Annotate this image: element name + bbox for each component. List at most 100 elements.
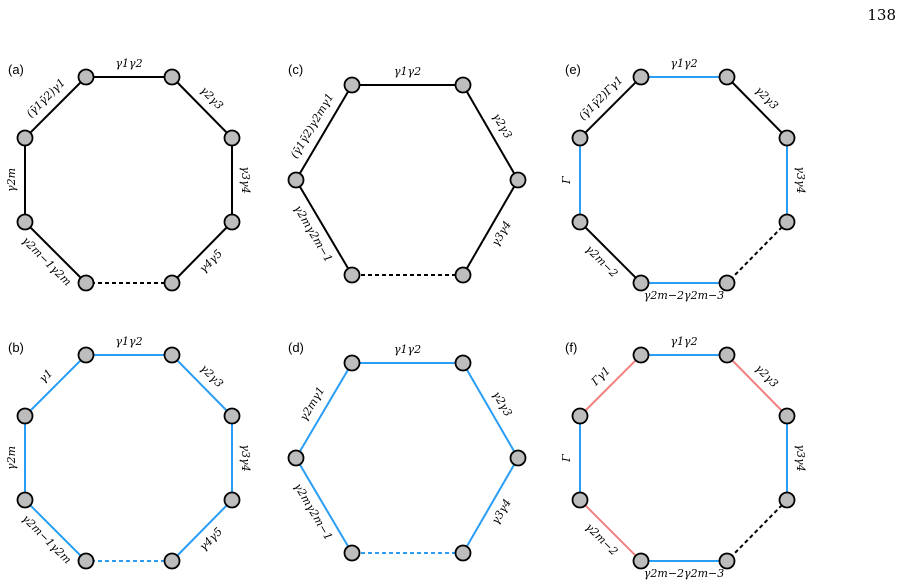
edge-label: (γ̄1γ̄2)γ2mγ1 (288, 91, 336, 161)
node (454, 76, 472, 94)
edge-label: γ3γ4 (239, 444, 252, 471)
edge-label: γ2m−2γ2m−3 (644, 567, 724, 580)
node (778, 491, 796, 509)
edge-label: γ1γ2 (670, 335, 697, 348)
node (163, 274, 181, 292)
panel-label: (d) (288, 340, 304, 355)
edge-label: Γ (560, 454, 573, 463)
edge-label: (γ̄1γ̄2)Γγ1 (576, 73, 625, 122)
node (632, 274, 650, 292)
edge (726, 76, 788, 139)
page-number: 138 (867, 6, 896, 24)
node (454, 354, 472, 372)
node (571, 407, 589, 425)
edge-label: γ2mγ1 (297, 384, 327, 423)
node (77, 346, 95, 364)
node (223, 407, 241, 425)
edge-label: γ3γ4 (794, 166, 807, 193)
node (163, 68, 181, 86)
edge-label: γ1γ2 (115, 57, 142, 70)
panel-label: (e) (565, 62, 581, 77)
edge-label: γ2m−2 (583, 520, 621, 558)
node (454, 266, 472, 284)
edge-label: γ1 (36, 367, 55, 386)
node (718, 552, 736, 570)
panel-label: (f) (565, 340, 577, 355)
edge (726, 354, 788, 417)
edge (462, 457, 519, 554)
node (571, 491, 589, 509)
node (77, 68, 95, 86)
edge-label: γ4γ5 (197, 525, 225, 553)
edge-label: γ1γ2 (394, 65, 421, 78)
node (571, 129, 589, 147)
edge-label: γ4γ5 (197, 247, 225, 275)
node (454, 544, 472, 562)
edge (579, 499, 642, 562)
node (287, 171, 305, 189)
node (77, 552, 95, 570)
edge (295, 179, 353, 276)
node (223, 491, 241, 509)
edge (726, 499, 788, 562)
edge (295, 457, 353, 554)
node (509, 171, 527, 189)
node (718, 346, 736, 364)
node (16, 407, 34, 425)
edge-label: (γ̄1γ̄2)γ1 (24, 76, 68, 120)
node (632, 68, 650, 86)
edge-label: γ2m−2γ2m−3 (644, 289, 724, 302)
node (287, 449, 305, 467)
edge (462, 362, 519, 459)
edge-label: γ3γ4 (794, 444, 807, 471)
edge (171, 76, 233, 139)
node (343, 544, 361, 562)
node (571, 213, 589, 231)
edge (726, 221, 788, 284)
edge (24, 354, 87, 417)
edge-label: γ1γ2 (115, 335, 142, 348)
edge-label: γ2m−1γ2m (19, 512, 74, 567)
node (223, 129, 241, 147)
edge (579, 76, 642, 139)
node (163, 552, 181, 570)
node (223, 213, 241, 231)
panel-label: (a) (8, 62, 24, 77)
node (778, 129, 796, 147)
panel-e: (e)γ1γ2γ2γ3γ3γ4γ2m−2γ2m−3γ2m−2Γ(γ̄1γ̄2)Γ… (560, 57, 807, 302)
edge (171, 499, 233, 562)
node (16, 491, 34, 509)
edge (579, 354, 642, 417)
edge (579, 221, 642, 284)
edge (462, 179, 519, 276)
edge-label: γ2m (5, 446, 18, 470)
node (343, 354, 361, 372)
edge (462, 84, 519, 181)
edge (295, 362, 353, 459)
node (163, 346, 181, 364)
edge (295, 84, 353, 181)
node (718, 274, 736, 292)
edge (171, 221, 233, 284)
edge-label: γ2m−1γ2m (19, 234, 74, 289)
edge-label: Γγ1 (588, 364, 613, 389)
node (16, 129, 34, 147)
panel-label: (b) (8, 340, 24, 355)
node (16, 213, 34, 231)
node (778, 407, 796, 425)
edge-label: γ1γ2 (394, 343, 421, 356)
node (718, 68, 736, 86)
edge-label: γ2m (5, 168, 18, 192)
panel-label: (c) (288, 62, 303, 77)
node (343, 76, 361, 94)
edge-label: γ1γ2 (670, 57, 697, 70)
edge-label: γ3γ4 (239, 166, 252, 193)
node (632, 552, 650, 570)
node (77, 274, 95, 292)
